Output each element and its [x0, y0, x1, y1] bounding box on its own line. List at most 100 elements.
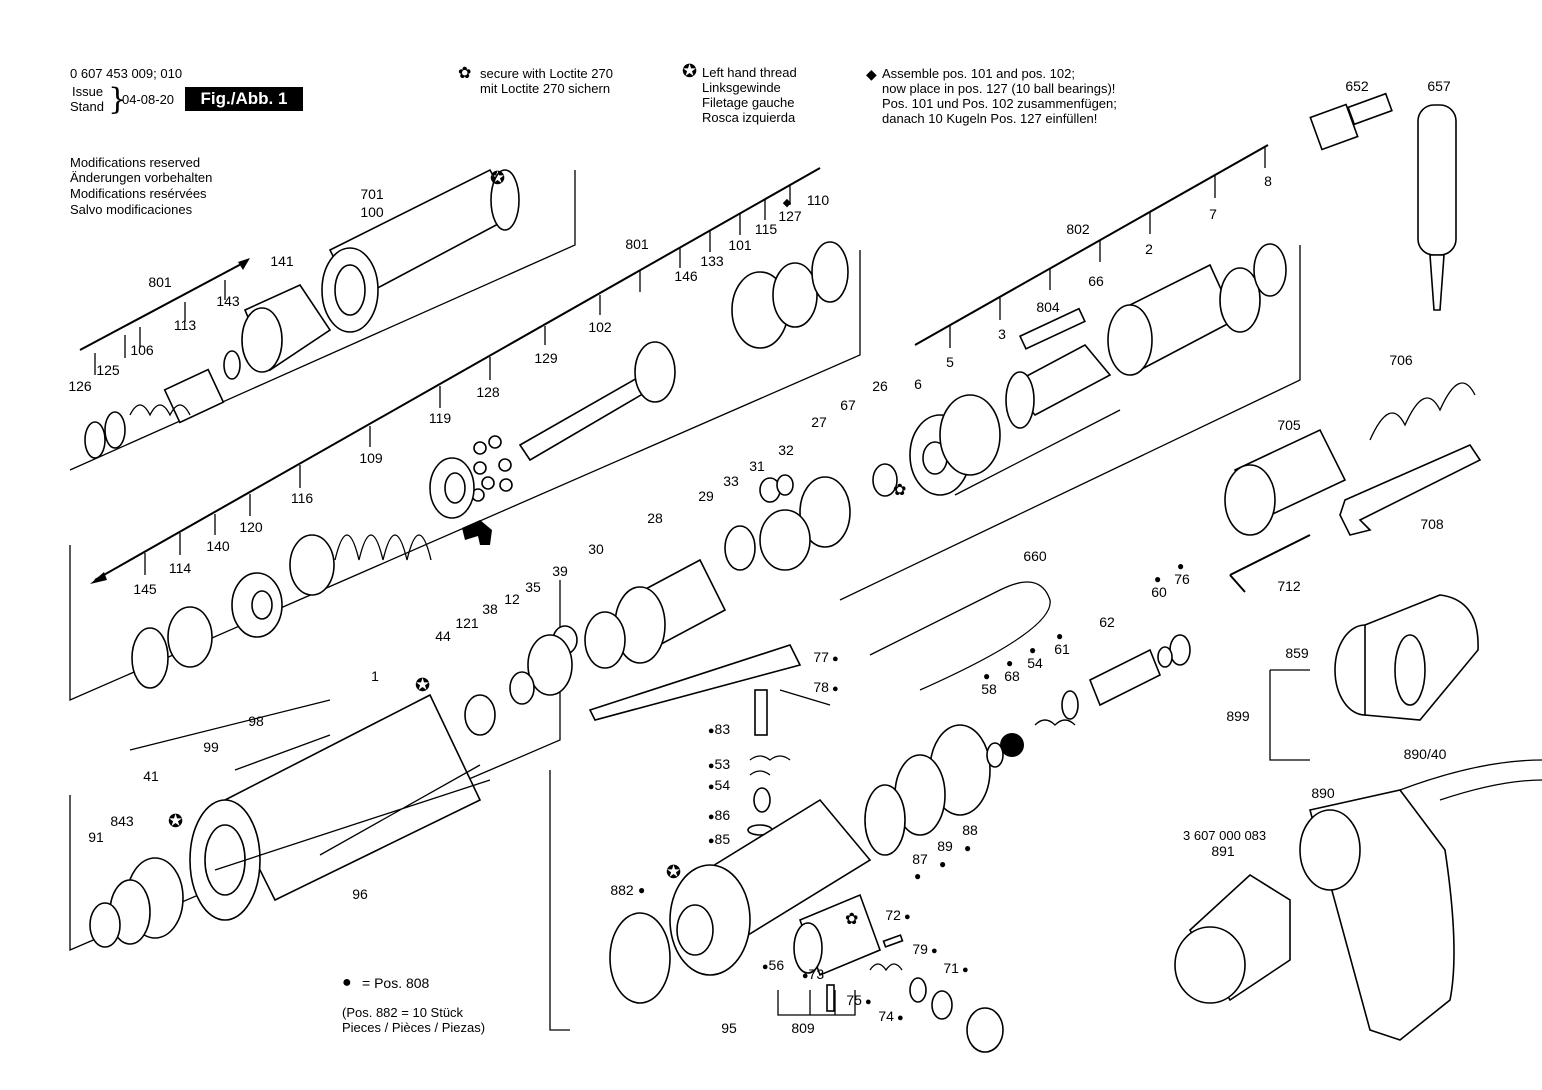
left-thread-es: Rosca izquierda — [702, 110, 796, 125]
part-label-146: 146 — [674, 268, 698, 284]
part-label-53: 53 — [708, 756, 731, 774]
part-label-38: 38 — [482, 601, 498, 617]
document-number: 0 607 453 009; 010 — [70, 66, 183, 81]
left-thread-de: Linksgewinde — [702, 80, 781, 95]
part-label-119: 119 — [428, 410, 452, 426]
part-label-121: 121 — [455, 615, 479, 631]
part-label-1: 1 — [371, 668, 379, 684]
bullet-icon: ● — [1029, 643, 1037, 657]
part-label-109: 109 — [359, 450, 383, 466]
part-label-6: 6 — [914, 376, 922, 392]
clover-icon: ✿ — [893, 482, 907, 499]
part-label-41: 41 — [143, 768, 159, 784]
assemble-note-4: danach 10 Kugeln Pos. 127 einfüllen! — [882, 111, 1098, 126]
part-label-71: 71 — [943, 960, 968, 978]
part-label-44: 44 — [435, 628, 451, 644]
part-label-27: 27 — [811, 414, 827, 430]
brace-symbol: } — [108, 82, 128, 117]
part-label-129: 129 — [534, 350, 558, 366]
part-label-96: 96 — [352, 886, 368, 902]
part-label-143: 143 — [216, 293, 240, 309]
part-label-39: 39 — [552, 563, 568, 579]
assemble-note-2: now place in pos. 127 (10 ball bearings)… — [882, 81, 1116, 96]
part-label-5: 5 — [946, 354, 954, 370]
part-label-76: 76 — [1174, 571, 1190, 587]
part-label-843: 843 — [110, 813, 134, 829]
modifications-en: Modifications reserved — [70, 155, 201, 170]
left-thread-en: Left hand thread — [702, 65, 797, 80]
part-label-652: 652 — [1345, 78, 1369, 94]
part-label-73: 73 — [802, 966, 825, 984]
accessory-code: 3 607 000 083 — [1183, 828, 1267, 843]
issue-date: 04-08-20 — [122, 92, 175, 107]
figure-label: Fig./Abb. 1 — [185, 87, 303, 111]
part-label-133: 133 — [700, 253, 724, 269]
part-label-126: 126 — [68, 378, 92, 394]
part-label-804: 804 — [1036, 299, 1060, 315]
bullet-icon: ● — [914, 869, 922, 883]
part-label-882: 882 — [610, 882, 634, 898]
part-label-801: 801 — [625, 236, 649, 252]
issue-label: Issue — [72, 84, 104, 99]
part-label-32: 32 — [778, 442, 794, 458]
part-label-145: 145 — [133, 581, 157, 597]
part-label-708: 708 — [1420, 516, 1444, 532]
legend-pos-808: = Pos. 808 — [362, 975, 430, 991]
bullet-icon: ● — [638, 883, 646, 897]
assemble-note-3: Pos. 101 und Pos. 102 zusammenfügen; — [882, 96, 1117, 111]
legend-pieces-1: (Pos. 882 = 10 Stück — [342, 1005, 464, 1020]
part-label-54: 54 — [708, 777, 731, 795]
part-label-56: 56 — [762, 957, 785, 975]
clover-icon: ✿ — [458, 65, 472, 82]
star-circle-icon: ✪ — [490, 168, 506, 188]
part-label-801: 801 — [148, 274, 172, 290]
modifications-fr: Modifications resérvées — [70, 186, 207, 201]
bullet-icon: ● — [1006, 656, 1014, 670]
part-label-95: 95 — [721, 1020, 737, 1036]
part-label-77: 77 — [813, 649, 838, 667]
part-label-67: 67 — [840, 397, 856, 413]
part-label-115: 115 — [754, 221, 778, 237]
diamond-icon: ◆ — [866, 66, 877, 82]
part-label-61: 61 — [1054, 641, 1070, 657]
part-label-29: 29 — [698, 488, 714, 504]
part-label-127: 127 — [778, 208, 802, 224]
part-label-33: 33 — [723, 473, 739, 489]
bullet-icon: ● — [1154, 572, 1162, 586]
assemble-note-1: Assemble pos. 101 and pos. 102; — [882, 66, 1075, 81]
part-label-110: 110 — [806, 192, 830, 208]
part-label-120: 120 — [239, 519, 263, 535]
part-label-85: 85 — [708, 831, 731, 849]
part-label-859: 859 — [1285, 645, 1309, 661]
part-label-79: 79 — [912, 941, 937, 959]
part-label-98: 98 — [248, 713, 264, 729]
loctite-note-en: secure with Loctite 270 — [480, 66, 613, 81]
part-label-114: 114 — [168, 560, 192, 576]
part-label-102: 102 — [588, 319, 612, 335]
part-label-809: 809 — [791, 1020, 815, 1036]
part-label-890-40: 890/40 — [1403, 746, 1447, 762]
part-label-125: 125 — [96, 362, 120, 378]
part-label-657: 657 — [1427, 78, 1451, 94]
part-label-86: 86 — [708, 807, 731, 825]
part-label-890: 890 — [1311, 785, 1335, 801]
stand-label: Stand — [70, 99, 104, 114]
part-label-91: 91 — [88, 829, 104, 845]
part-label-116: 116 — [290, 490, 314, 506]
part-label-100: 100 — [360, 204, 384, 220]
part-label-89: 89 — [937, 838, 953, 854]
part-label-68: 68 — [1004, 668, 1020, 684]
part-label-74: 74 — [878, 1008, 903, 1026]
part-label-26: 26 — [872, 378, 888, 394]
part-label-12: 12 — [504, 591, 520, 607]
part-label-899: 899 — [1226, 708, 1250, 724]
bullet-icon: ● — [342, 974, 352, 991]
part-label-8: 8 — [1264, 173, 1272, 189]
part-label-87: 87 — [912, 851, 928, 867]
part-label-60: 60 — [1151, 584, 1167, 600]
part-label-28: 28 — [647, 510, 663, 526]
part-label-101: 101 — [728, 237, 752, 253]
star-circle-icon: ✪ — [415, 675, 431, 695]
part-label-113: 113 — [173, 317, 197, 333]
modifications-de: Änderungen vorbehalten — [70, 170, 213, 185]
